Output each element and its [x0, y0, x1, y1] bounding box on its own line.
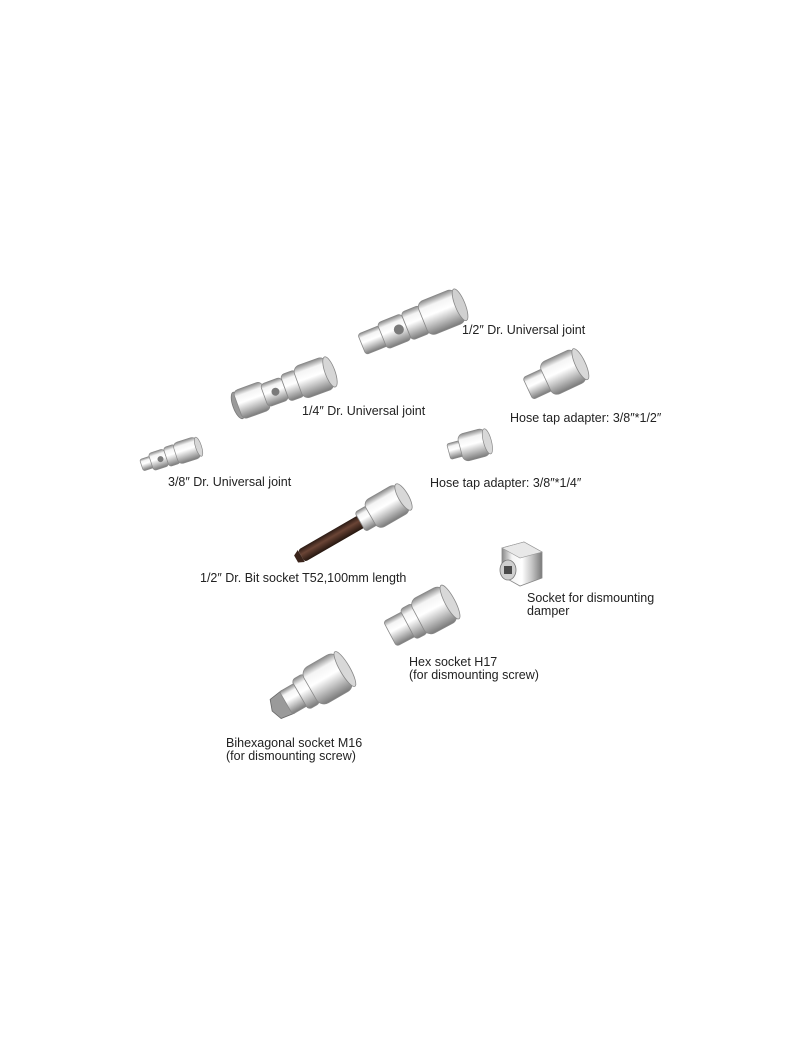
quarter-universal-joint-image — [230, 356, 338, 420]
half-universal-joint-image — [358, 288, 469, 355]
bit-socket-t52-label-line-1: 1/2″ Dr. Bit socket T52,100mm length — [200, 571, 407, 585]
bihex-socket-m16-label-line-2: (for dismounting screw) — [226, 749, 356, 763]
damper-socket-image — [499, 541, 543, 587]
three-eighths-universal-joint-label-line-1: 3/8″ Dr. Universal joint — [168, 475, 292, 489]
bihex-socket-m16-label-line-1: Bihexagonal socket M16 — [226, 736, 363, 750]
half-universal-joint-label: 1/2″ Dr. Universal joint — [462, 324, 585, 337]
bihex-socket-m16-image — [269, 651, 357, 719]
quarter-universal-joint-label: 1/4″ Dr. Universal joint — [302, 405, 425, 418]
hose-tap-adapter-half-label-line-1: Hose tap adapter: 3/8″*1/2″ — [510, 411, 662, 425]
three-eighths-universal-joint-label: 3/8″ Dr. Universal joint — [168, 476, 291, 489]
hex-socket-h17-label-line-1: Hex socket H17 — [409, 655, 498, 669]
hose-tap-adapter-half-label: Hose tap adapter: 3/8″*1/2″ — [510, 412, 661, 425]
hex-socket-h17-label-line-2: (for dismounting screw) — [409, 668, 539, 682]
half-universal-joint-label-line-1: 1/2″ Dr. Universal joint — [462, 323, 586, 337]
hose-tap-adapter-quarter-image — [446, 428, 493, 462]
damper-socket-label-line-2: damper — [527, 604, 570, 618]
damper-socket-label-line-1: Socket for dismounting — [527, 591, 655, 605]
quarter-universal-joint-label-line-1: 1/4″ Dr. Universal joint — [302, 404, 426, 418]
hose-tap-adapter-quarter-label-line-1: Hose tap adapter: 3/8″*1/4″ — [430, 476, 582, 490]
hex-socket-h17-label: Hex socket H17 (for dismounting screw) — [409, 656, 539, 682]
hose-tap-adapter-half-image — [523, 348, 590, 399]
bit-socket-t52-label: 1/2″ Dr. Bit socket T52,100mm length — [200, 572, 406, 585]
three-eighths-universal-joint-image — [139, 436, 204, 471]
bit-socket-t52-image — [294, 483, 413, 563]
bihex-socket-m16-label: Bihexagonal socket M16 (for dismounting … — [226, 737, 362, 763]
hose-tap-adapter-quarter-label: Hose tap adapter: 3/8″*1/4″ — [430, 477, 581, 490]
hex-socket-h17-image — [384, 584, 461, 646]
damper-socket-label: Socket for dismounting damper — [527, 592, 654, 618]
